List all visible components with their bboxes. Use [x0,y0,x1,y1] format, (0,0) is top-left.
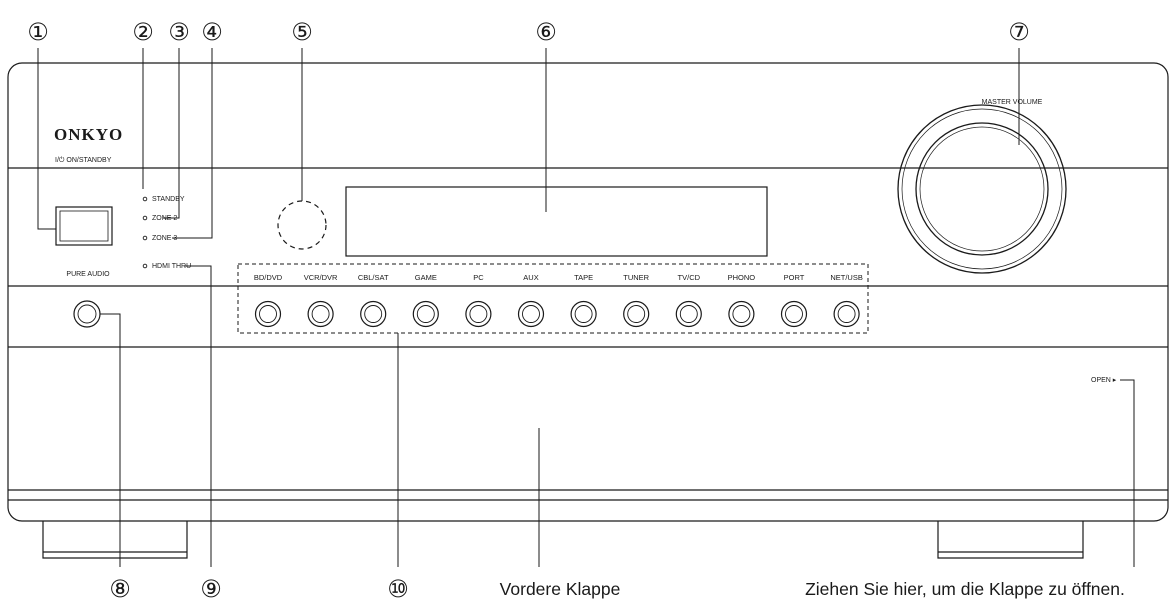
display-window [345,186,768,257]
input-button-tape[interactable] [570,300,597,328]
input-label-vcr-dvr: VCR/DVR [304,273,338,282]
callout-5: ⑤ [291,18,313,46]
indicator-leds [142,196,148,269]
brand-logo: ONKYO [54,125,123,144]
input-button-pc[interactable] [465,300,492,328]
input-buttons: BD/DVD VCR/DVR CBL/SAT GAME PC AUX TAPE TUNER TV… [254,273,863,328]
input-label-pc: PC [473,273,484,282]
callout-10: ⑩ [387,575,409,603]
input-button-cbl-sat[interactable] [360,300,387,328]
input-label-aux: AUX [523,273,538,282]
input-button-net-usb[interactable] [833,300,860,328]
input-button-vcr-dvr[interactable] [307,300,334,328]
input-button-tuner[interactable] [623,300,650,328]
receiver-body [7,62,1169,522]
master-volume-label: MASTER VOLUME [982,99,1043,106]
pure-audio-label: PURE AUDIO [66,271,110,278]
input-button-port[interactable] [780,300,808,328]
callout-1: ① [27,18,49,46]
input-label-net-usb: NET/USB [830,273,863,282]
zone3-label: ZONE 3 [152,235,177,242]
power-label: I/⏻ ON/STANDBY [55,156,112,164]
receiver-feet [42,521,1084,559]
input-button-aux[interactable] [517,300,545,328]
callout-8: ⑧ [109,575,131,603]
remote-sensor [277,200,327,250]
caption-pull-here: Ziehen Sie hier, um die Klappe zu öffnen… [805,579,1125,599]
input-label-tuner: TUNER [623,273,649,282]
input-label-cbl-sat: CBL/SAT [358,273,389,282]
callout-7: ⑦ [1008,18,1030,46]
input-button-game[interactable] [412,300,439,328]
input-label-phono: PHONO [728,273,756,282]
input-button-phono[interactable] [728,300,755,328]
callout-3: ③ [168,18,190,46]
callout-4: ④ [201,18,223,46]
callout-2: ② [132,18,154,46]
callout-6: ⑥ [535,18,557,46]
hdmi-thru-label: HDMI THRU [152,263,191,270]
input-selector-group [237,263,869,334]
master-volume-knob[interactable] [897,104,1067,274]
pure-audio-button[interactable] [73,300,101,328]
input-button-tv-cd[interactable] [675,300,702,328]
leader-lines [37,48,1135,567]
input-label-tv-cd: TV/CD [678,273,701,282]
callout-9: ⑨ [200,575,222,603]
power-button[interactable] [55,206,113,246]
open-label: OPEN ▸ [1091,377,1117,384]
power-button-inner [59,210,109,242]
standby-label: STANDBY [152,196,185,203]
input-label-tape: TAPE [574,273,593,282]
input-label-bd-dvd: BD/DVD [254,273,283,282]
input-label-game: GAME [415,273,437,282]
caption-front-flap: Vordere Klappe [500,579,621,599]
input-button-bd-dvd[interactable] [254,300,282,328]
input-label-port: PORT [784,273,805,282]
